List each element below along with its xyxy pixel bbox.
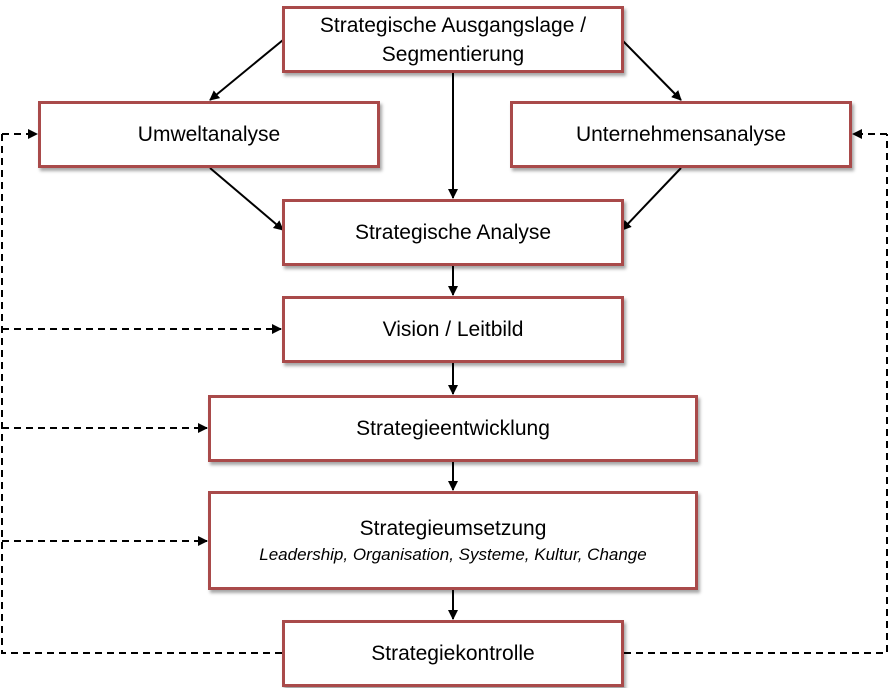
box-umsetzung-title: Strategieumsetzung bbox=[359, 517, 547, 540]
arrow-ausgangslage-to-umweltanalyse bbox=[209, 39, 284, 101]
box-umweltanalyse-label: Umweltanalyse bbox=[137, 123, 281, 146]
box-strategische-analyse: Strategische Analyse bbox=[282, 199, 624, 266]
box-strategiekontrolle: Strategiekontrolle bbox=[282, 620, 624, 687]
box-unternehmensanalyse-label: Unternehmensanalyse bbox=[575, 123, 787, 146]
box-strategieumsetzung: Strategieumsetzung Leadership, Organisat… bbox=[208, 491, 698, 590]
box-strategieentwicklung: Strategieentwicklung bbox=[208, 395, 698, 462]
box-unternehmensanalyse: Unternehmensanalyse bbox=[510, 101, 852, 168]
box-kontrolle-label: Strategiekontrolle bbox=[371, 642, 535, 665]
feedback-line-left bbox=[1, 134, 282, 654]
arrow-unternehmensanalyse-to-strategische-analyse bbox=[621, 167, 682, 231]
box-vision-label: Vision / Leitbild bbox=[382, 318, 524, 341]
box-umweltanalyse: Umweltanalyse bbox=[38, 101, 380, 168]
feedback-line-right bbox=[624, 134, 888, 654]
box-strategische-ausgangslage: Strategische Ausgangslage / Segmentierun… bbox=[282, 6, 624, 73]
box-ausgangslage-line2: Segmentierung bbox=[381, 42, 525, 66]
box-strategische-analyse-label: Strategische Analyse bbox=[354, 221, 552, 244]
box-vision-leitbild: Vision / Leitbild bbox=[282, 296, 624, 363]
box-ausgangslage-line1: Strategische Ausgangslage / bbox=[319, 13, 587, 37]
arrow-umweltanalyse-to-strategische-analyse bbox=[209, 167, 284, 231]
box-entwicklung-label: Strategieentwicklung bbox=[356, 417, 550, 440]
arrow-ausgangslage-to-unternehmensanalyse bbox=[621, 39, 682, 101]
box-umsetzung-subtitle: Leadership, Organisation, Systeme, Kultu… bbox=[259, 545, 647, 564]
